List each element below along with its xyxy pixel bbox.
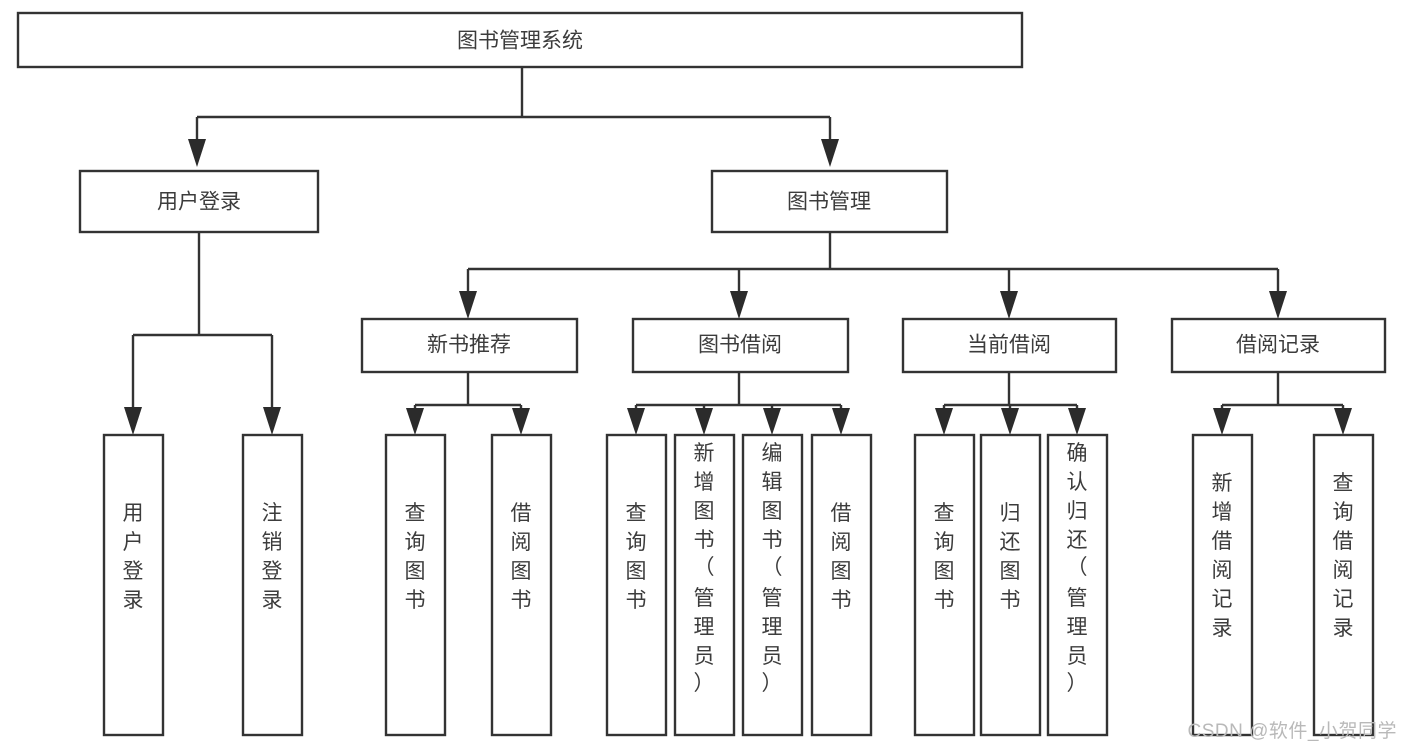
arrow-head-leaf-query-record bbox=[1334, 408, 1352, 435]
node-borrow-record-box[interactable] bbox=[1170, 317, 1387, 374]
node-leaf-query-book-1-box[interactable] bbox=[384, 433, 447, 737]
arrow-head-leaf-query-book-2 bbox=[627, 408, 645, 435]
node-book-manage[interactable]: 图书管理 bbox=[710, 169, 949, 234]
node-book-borrow[interactable]: 图书借阅 bbox=[631, 317, 850, 374]
arrow-head-leaf-borrow-book-1 bbox=[512, 408, 530, 435]
arrow-head-leaf-add-record bbox=[1213, 408, 1231, 435]
node-leaf-query-record-label: 查询借阅记录 bbox=[1333, 472, 1354, 640]
node-new-book-recommend-label: 新书推荐 bbox=[427, 334, 511, 357]
node-root-box[interactable] bbox=[16, 11, 1024, 69]
node-leaf-confirm-return-label: 确认归还（管理员） bbox=[1067, 442, 1088, 695]
node-current-borrow[interactable]: 当前借阅 bbox=[901, 317, 1118, 374]
node-leaf-borrow-book-1[interactable]: 借阅图书 bbox=[490, 433, 553, 737]
node-leaf-query-book-2[interactable]: 查询图书 bbox=[605, 433, 668, 737]
arrow-head-current-borrow bbox=[1000, 291, 1018, 319]
node-borrow-record[interactable]: 借阅记录 bbox=[1170, 317, 1387, 374]
node-root-label: 图书管理系统 bbox=[457, 30, 583, 53]
node-user-login-label: 用户登录 bbox=[157, 191, 241, 214]
node-leaf-confirm-return-box[interactable] bbox=[1046, 433, 1109, 737]
connector-group-bookmanage bbox=[459, 232, 1287, 319]
arrow-head-leaf-add-book bbox=[695, 408, 713, 435]
arrow-head-leaf-user-login bbox=[124, 407, 142, 435]
node-new-book-recommend-box[interactable] bbox=[360, 317, 579, 374]
node-user-login[interactable]: 用户登录 bbox=[78, 169, 320, 234]
node-leaf-return-book-label: 归还图书 bbox=[1000, 502, 1021, 612]
node-leaf-add-record-label: 新增借阅记录 bbox=[1212, 472, 1233, 640]
node-leaf-return-book[interactable]: 归还图书 bbox=[979, 433, 1042, 737]
connector-group-borrowrecord bbox=[1213, 372, 1352, 435]
connector-group-userlogin bbox=[124, 232, 281, 435]
node-leaf-query-book-1-label: 查询图书 bbox=[405, 502, 426, 612]
node-borrow-record-label: 借阅记录 bbox=[1236, 334, 1320, 357]
node-leaf-user-login-box[interactable] bbox=[102, 433, 165, 737]
node-book-manage-box[interactable] bbox=[710, 169, 949, 234]
node-leaf-borrow-book-1-box[interactable] bbox=[490, 433, 553, 737]
arrow-head-leaf-edit-book bbox=[763, 408, 781, 435]
node-current-borrow-label: 当前借阅 bbox=[967, 334, 1051, 357]
node-leaf-query-book-2-label: 查询图书 bbox=[626, 502, 647, 612]
node-leaf-add-book-label: 新增图书（管理员） bbox=[694, 442, 715, 695]
node-leaf-query-book-1[interactable]: 查询图书 bbox=[384, 433, 447, 737]
connector-group-root bbox=[188, 67, 839, 167]
node-book-manage-label: 图书管理 bbox=[787, 191, 871, 214]
node-leaf-edit-book-box[interactable] bbox=[741, 433, 804, 737]
node-leaf-borrow-book-1-label: 借阅图书 bbox=[511, 502, 532, 612]
node-new-book-recommend[interactable]: 新书推荐 bbox=[360, 317, 579, 374]
node-leaf-edit-book[interactable]: 编辑图书（管理员） bbox=[741, 433, 804, 737]
arrow-head-leaf-query-book-3 bbox=[935, 408, 953, 435]
node-user-login-box[interactable] bbox=[78, 169, 320, 234]
node-leaf-user-login[interactable]: 用户登录 bbox=[102, 433, 165, 737]
node-leaf-query-record-box[interactable] bbox=[1312, 433, 1375, 737]
arrow-head-bookmanage bbox=[821, 139, 839, 167]
node-leaf-borrow-book-2-label: 借阅图书 bbox=[831, 502, 852, 612]
node-leaf-query-book-3-box[interactable] bbox=[913, 433, 976, 737]
node-leaf-return-book-box[interactable] bbox=[979, 433, 1042, 737]
node-leaf-borrow-book-2[interactable]: 借阅图书 bbox=[810, 433, 873, 737]
node-leaf-logout-login-label: 注销登录 bbox=[262, 502, 283, 612]
node-leaf-add-book-box[interactable] bbox=[673, 433, 736, 737]
node-leaf-logout-login[interactable]: 注销登录 bbox=[241, 433, 304, 737]
node-leaf-add-record-box[interactable] bbox=[1191, 433, 1254, 737]
arrow-head-leaf-confirm-return bbox=[1068, 408, 1086, 435]
node-leaf-query-book-3[interactable]: 查询图书 bbox=[913, 433, 976, 737]
arrow-head-userlogin bbox=[188, 139, 206, 167]
arrow-head-borrow-record bbox=[1269, 291, 1287, 319]
node-leaf-query-book-2-box[interactable] bbox=[605, 433, 668, 737]
node-leaf-add-record[interactable]: 新增借阅记录 bbox=[1191, 433, 1254, 737]
node-leaf-edit-book-label: 编辑图书（管理员） bbox=[762, 442, 783, 695]
node-leaf-add-book[interactable]: 新增图书（管理员） bbox=[673, 433, 736, 737]
arrow-head-leaf-query-book-1 bbox=[406, 408, 424, 435]
node-leaf-confirm-return[interactable]: 确认归还（管理员） bbox=[1046, 433, 1109, 737]
node-leaf-query-book-3-label: 查询图书 bbox=[934, 502, 955, 612]
node-root[interactable]: 图书管理系统 bbox=[16, 11, 1024, 69]
arrow-head-new-book-recommend bbox=[459, 291, 477, 319]
node-book-borrow-label: 图书借阅 bbox=[698, 334, 782, 357]
node-leaf-borrow-book-2-box[interactable] bbox=[810, 433, 873, 737]
arrow-head-book-borrow bbox=[730, 291, 748, 319]
arrow-head-leaf-borrow-book-2 bbox=[832, 408, 850, 435]
node-leaf-user-login-label: 用户登录 bbox=[123, 502, 144, 612]
node-leaf-logout-login-box[interactable] bbox=[241, 433, 304, 737]
connector-group-newbook bbox=[406, 372, 530, 435]
node-book-borrow-box[interactable] bbox=[631, 317, 850, 374]
connector-group-currentborrow bbox=[935, 372, 1086, 435]
node-leaf-query-record[interactable]: 查询借阅记录 bbox=[1312, 433, 1375, 737]
node-current-borrow-box[interactable] bbox=[901, 317, 1118, 374]
arrow-head-leaf-return-book bbox=[1001, 408, 1019, 435]
connector-group-bookborrow bbox=[627, 372, 850, 435]
arrow-head-leaf-logout-login bbox=[263, 407, 281, 435]
